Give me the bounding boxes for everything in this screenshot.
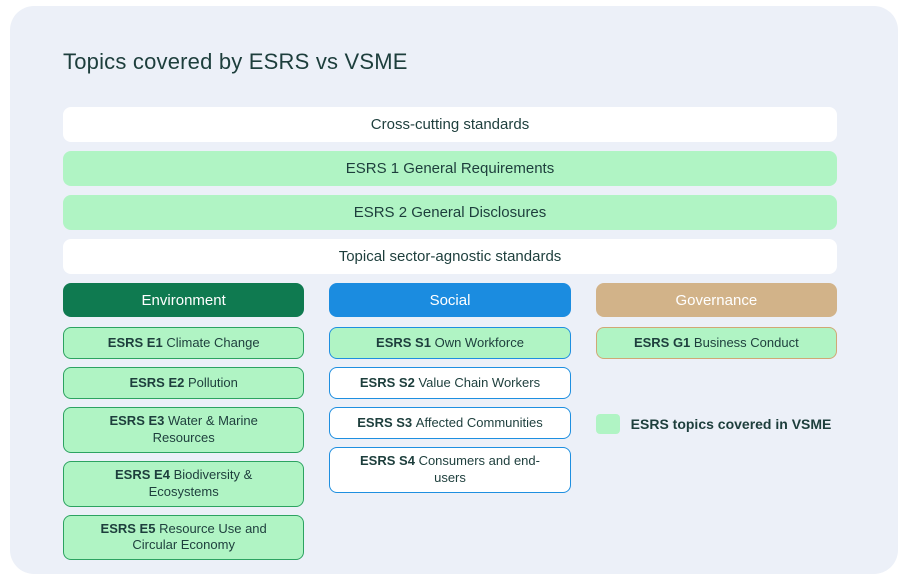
diagram-content: Topics covered by ESRS vs VSME Cross-cut… (63, 6, 837, 568)
item-text: ESRS S4 Consumers and end-users (355, 453, 544, 487)
item-esrs-s1: ESRS S1 Own Workforce (329, 327, 571, 359)
diagram-card: Topics covered by ESRS vs VSME Cross-cut… (10, 6, 898, 574)
item-label: Affected Communities (415, 414, 543, 430)
column-environment: Environment ESRS E1 Climate Change ESRS … (63, 283, 305, 568)
item-text: ESRS G1 Business Conduct (634, 335, 799, 352)
topic-columns: Environment ESRS E1 Climate Change ESRS … (63, 283, 837, 568)
social-header: Social (329, 283, 571, 317)
item-code: ESRS S1 (376, 334, 431, 350)
item-label: Water & Marine Resources (152, 413, 258, 445)
bar-esrs-1-general-requirements: ESRS 1 General Requirements (63, 151, 837, 186)
item-esrs-e2: ESRS E2 Pollution (63, 367, 305, 399)
item-label: Value Chain Workers (418, 374, 541, 390)
item-code: ESRS E2 (129, 374, 185, 390)
bar-esrs-2-general-disclosures: ESRS 2 General Disclosures (63, 195, 837, 230)
item-text: ESRS E2 Pollution (129, 375, 237, 392)
page-title: Topics covered by ESRS vs VSME (63, 49, 408, 74)
item-code: ESRS E4 (115, 466, 170, 482)
item-code: ESRS S3 (357, 414, 413, 430)
column-governance: Governance ESRS G1 Business Conduct ESRS… (595, 283, 837, 568)
item-label: Business Conduct (693, 334, 799, 350)
item-code: ESRS S2 (359, 374, 415, 390)
item-label: Biodiversity & Ecosystems (148, 466, 253, 499)
item-label: Resource Use and Circular Economy (132, 520, 267, 553)
covered-swatch-icon (595, 414, 620, 434)
item-code: ESRS E3 (109, 413, 165, 428)
cross-cutting-bars: Cross-cutting standards ESRS 1 General R… (63, 107, 837, 274)
item-esrs-s3: ESRS S3 Affected Communities (329, 407, 571, 439)
item-esrs-e4: ESRS E4 Biodiversity & Ecosystems (63, 460, 305, 507)
item-text: ESRS E4 Biodiversity & Ecosystems (89, 467, 278, 501)
item-text: ESRS E5 Resource Use and Circular Econom… (89, 521, 278, 555)
item-label: Pollution (188, 374, 238, 390)
item-label: Own Workforce (434, 334, 524, 350)
legend: ESRS topics covered in VSME (595, 414, 837, 434)
governance-header: Governance (595, 283, 837, 317)
bar-topical-sector-agnostic-standards: Topical sector-agnostic standards (63, 239, 837, 274)
item-esrs-g1: ESRS G1 Business Conduct (595, 327, 837, 359)
item-text: ESRS E1 Climate Change (108, 335, 260, 352)
bar-cross-cutting-standards: Cross-cutting standards (63, 107, 837, 142)
column-social: Social ESRS S1 Own Workforce ESRS S2 Val… (329, 283, 571, 568)
item-text: ESRS S3 Affected Communities (357, 415, 542, 432)
item-code: ESRS S4 (360, 453, 415, 468)
item-text: ESRS S2 Value Chain Workers (360, 375, 540, 392)
item-esrs-s4: ESRS S4 Consumers and end-users (329, 447, 571, 493)
item-text: ESRS E3 Water & Marine Resources (89, 413, 278, 447)
item-esrs-e3: ESRS E3 Water & Marine Resources (63, 407, 305, 453)
item-code: ESRS E1 (107, 334, 163, 350)
item-esrs-e5: ESRS E5 Resource Use and Circular Econom… (63, 514, 305, 561)
item-esrs-e1: ESRS E1 Climate Change (63, 327, 305, 359)
item-label: Consumers and end-users (418, 453, 540, 485)
item-label: Climate Change (166, 334, 260, 350)
item-text: ESRS S1 Own Workforce (376, 335, 524, 352)
environment-header: Environment (63, 283, 305, 317)
item-code: ESRS G1 (633, 334, 691, 350)
item-esrs-s2: ESRS S2 Value Chain Workers (329, 367, 571, 399)
legend-label: ESRS topics covered in VSME (630, 416, 832, 432)
item-code: ESRS E5 (100, 520, 156, 536)
